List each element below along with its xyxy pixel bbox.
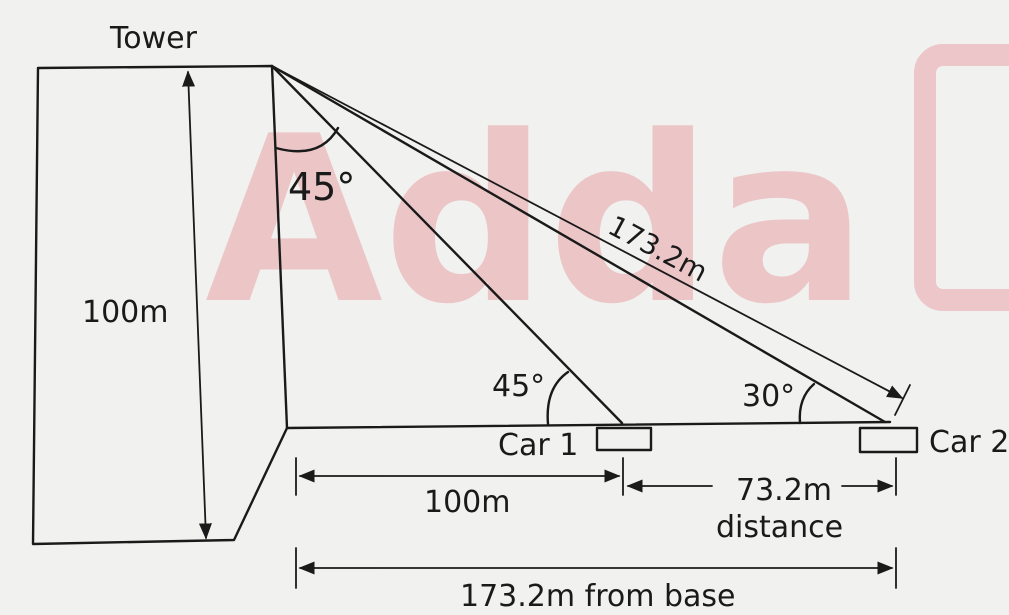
dim-total-label: 173.2m from base bbox=[460, 579, 736, 614]
car2-box bbox=[858, 426, 919, 454]
car1-box bbox=[595, 426, 653, 452]
car2-angle-label: 30° bbox=[742, 379, 795, 414]
car1-angle-arc bbox=[546, 370, 570, 426]
car1-angle-label: 45° bbox=[492, 369, 545, 404]
dim-between-sublabel: distance bbox=[716, 510, 843, 545]
slant-arrow-tick bbox=[894, 384, 911, 416]
top-angle-arc bbox=[274, 126, 340, 153]
sight-line-car1 bbox=[270, 64, 624, 425]
dim-car1-label: 100m bbox=[424, 485, 510, 520]
top-angle-label: 45° bbox=[288, 165, 355, 209]
sight-line-car2 bbox=[270, 64, 887, 424]
tower-label: Tower bbox=[109, 21, 198, 56]
car2-label: Car 2 bbox=[929, 425, 1009, 460]
slant-distance-arrow bbox=[271, 65, 904, 399]
tower-height-arrow bbox=[182, 70, 212, 540]
watermark-text: Adda bbox=[205, 88, 868, 355]
tower-height-label: 100m bbox=[82, 295, 168, 330]
ground-line bbox=[285, 420, 892, 430]
car1-label: Car 1 bbox=[498, 428, 578, 463]
dim-between-label: 73.2m bbox=[736, 473, 832, 508]
tower-outline bbox=[31, 64, 289, 546]
car2-angle-arc bbox=[798, 382, 816, 425]
watermark-logo-box bbox=[914, 44, 1009, 311]
